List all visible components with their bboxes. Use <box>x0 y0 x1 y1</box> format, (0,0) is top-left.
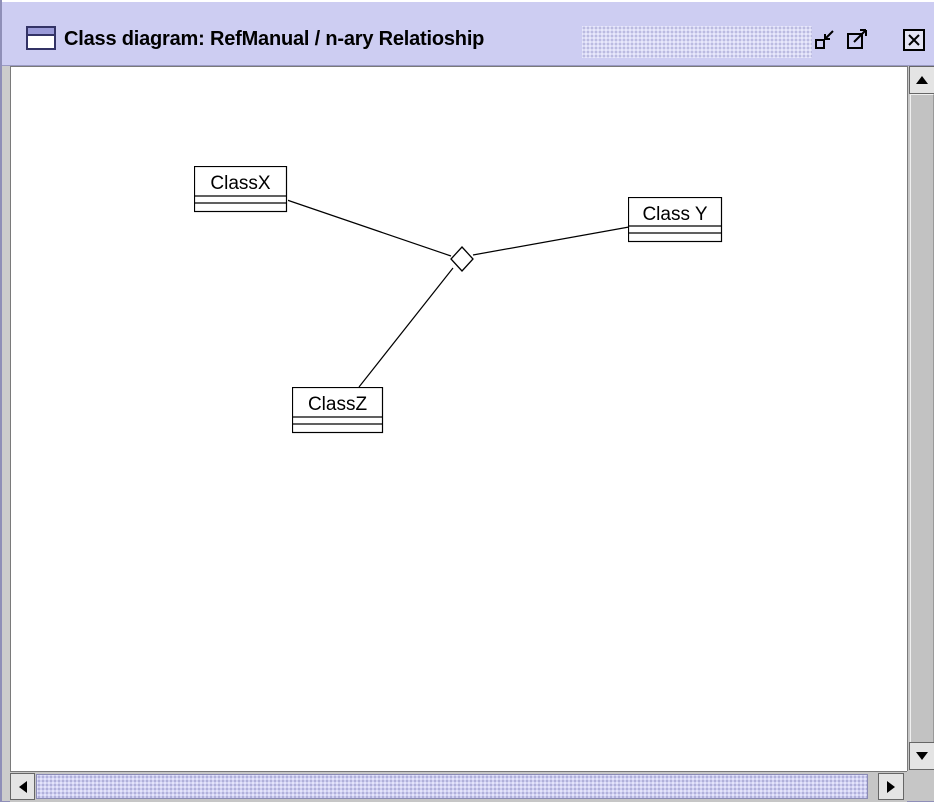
window-icon <box>26 26 56 50</box>
title-bar[interactable]: Class diagram: RefManual / n-ary Relatio… <box>2 0 934 66</box>
arrow-right-icon <box>887 780 895 793</box>
association-line-classx[interactable] <box>286 199 452 257</box>
class-box-classx[interactable]: ClassX <box>193 165 288 218</box>
arrow-left-icon <box>18 780 27 793</box>
scroll-right-button[interactable] <box>878 773 904 800</box>
class-name-classz: ClassZ <box>308 394 368 415</box>
arrow-up-icon <box>916 76 928 84</box>
scroll-down-button[interactable] <box>909 742 934 770</box>
window-title: Class diagram: RefManual / n-ary Relatio… <box>64 28 485 50</box>
arrow-down-icon <box>916 752 928 760</box>
class-name-classx: ClassX <box>210 173 271 194</box>
minimize-icon[interactable] <box>812 26 840 54</box>
close-icon[interactable] <box>900 26 928 54</box>
vertical-scroll-thumb[interactable] <box>910 94 934 746</box>
horizontal-scroll-thumb[interactable] <box>36 774 868 799</box>
scroll-left-button[interactable] <box>10 773 35 800</box>
vertical-scrollbar[interactable] <box>907 66 934 771</box>
scroll-up-button[interactable] <box>909 66 934 94</box>
association-line-classz[interactable] <box>358 267 454 388</box>
maximize-icon[interactable] <box>844 26 872 54</box>
diagram-canvas[interactable]: ClassX Class Y ClassZ <box>10 66 907 772</box>
horizontal-scrollbar[interactable] <box>10 771 907 802</box>
class-box-classy[interactable]: Class Y <box>627 196 723 248</box>
class-name-classy: Class Y <box>642 204 707 225</box>
n-ary-association-diamond[interactable] <box>450 246 474 272</box>
title-bar-texture <box>582 26 812 58</box>
association-line-classy[interactable] <box>472 226 630 256</box>
scrollbar-corner <box>907 771 934 801</box>
class-box-classz[interactable]: ClassZ <box>291 386 384 439</box>
class-diagram <box>286 199 630 388</box>
